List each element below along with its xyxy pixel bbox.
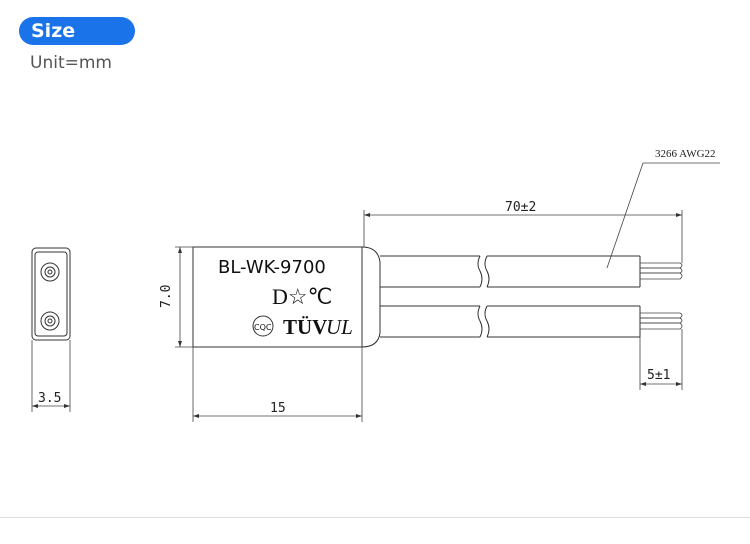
body-length-dimension-group: 15	[192, 347, 363, 422]
body-outline	[192, 246, 381, 348]
stripped-conductor-bottom	[640, 312, 683, 330]
end-view-inner	[34, 251, 68, 337]
strip-length-dimension: 5±1	[647, 368, 670, 383]
size-badge: Size	[19, 17, 135, 45]
wire-hole-bottom	[40, 311, 60, 331]
tuv-mark: TÜV	[283, 315, 327, 339]
thickness-dimension: 3.5	[38, 391, 61, 406]
cqc-mark: CQC	[252, 315, 274, 337]
wire-top	[380, 255, 683, 288]
height-dimension: 7.0	[159, 285, 174, 308]
svg-text:CQC: CQC	[254, 323, 272, 332]
wire-bottom	[380, 305, 683, 338]
wire-spec-label: 3266 AWG22	[655, 148, 716, 160]
wire-hole-top	[40, 262, 60, 282]
body-length-dimension: 15	[270, 401, 286, 416]
unit-label: Unit=mm	[30, 53, 112, 73]
strip-length-dimension-group: 5±1	[639, 329, 683, 390]
wire-length-dimension: 70±2	[505, 200, 536, 215]
wire-spec-leader: 3266 AWG22	[606, 148, 720, 269]
wire-length-dimension-group: 70±2	[363, 200, 683, 263]
ul-mark: UL	[326, 315, 353, 339]
end-view-outline	[31, 247, 71, 341]
end-view: 3.5	[31, 247, 71, 412]
model-number: BL-WK-9700	[218, 257, 326, 278]
stripped-conductor-top	[640, 262, 683, 280]
height-dimension-group: 7.0	[159, 246, 193, 348]
rating-mark: D☆℃	[272, 284, 332, 309]
sensor-body: BL-WK-9700 D☆℃ CQC TÜV UL	[192, 246, 381, 348]
footer-divider	[0, 517, 750, 518]
